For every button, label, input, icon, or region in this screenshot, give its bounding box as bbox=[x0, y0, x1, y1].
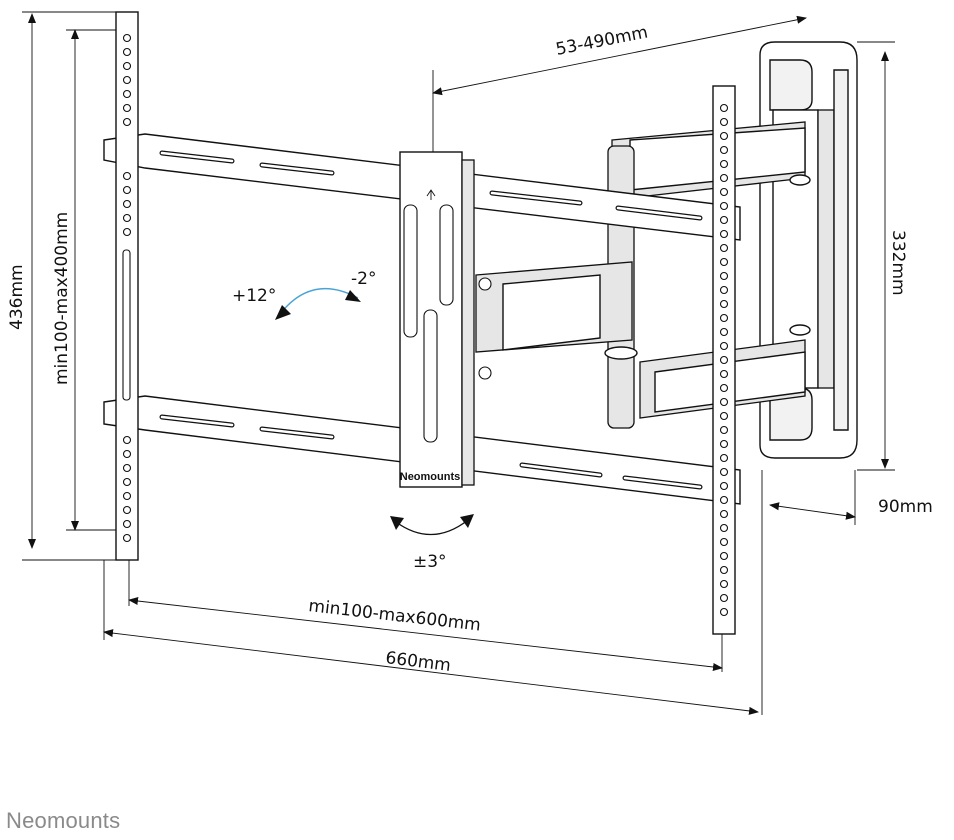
rail-slot-inner bbox=[160, 415, 234, 427]
rail-slot-inner bbox=[623, 476, 702, 489]
mounting-hole bbox=[719, 103, 729, 113]
mounting-hole bbox=[719, 187, 729, 197]
center-plate: Neomounts bbox=[399, 151, 492, 488]
mounting-hole bbox=[719, 481, 729, 491]
mounting-hole bbox=[122, 227, 132, 237]
mounting-hole bbox=[719, 271, 729, 281]
mounting-hole bbox=[719, 313, 729, 323]
rail-slot-inner bbox=[260, 427, 334, 439]
mounting-hole bbox=[122, 505, 132, 515]
mounting-hole bbox=[719, 145, 729, 155]
mounting-hole bbox=[719, 607, 729, 617]
mounting-hole bbox=[719, 201, 729, 211]
rotation-label: ±3° bbox=[413, 552, 447, 572]
mounting-hole bbox=[719, 341, 729, 351]
dim-wall-plate-depth: 90mm bbox=[878, 497, 933, 517]
mounting-hole bbox=[719, 131, 729, 141]
left-upright bbox=[115, 11, 139, 561]
dim-width-overall: 660mm bbox=[384, 648, 452, 676]
mounting-hole bbox=[122, 533, 132, 543]
mounting-hole bbox=[719, 411, 729, 421]
mounting-hole bbox=[122, 519, 132, 529]
mounting-hole bbox=[122, 61, 132, 71]
mounting-hole bbox=[719, 327, 729, 337]
mounting-hole bbox=[122, 103, 132, 113]
mounting-hole bbox=[719, 369, 729, 379]
mounting-hole bbox=[122, 213, 132, 223]
mounting-hole bbox=[719, 425, 729, 435]
dim-wall-plate-height: 332mm bbox=[888, 230, 908, 296]
mounting-hole bbox=[122, 477, 132, 487]
mounting-hole bbox=[719, 117, 729, 127]
mounting-hole bbox=[122, 199, 132, 209]
rail-slot-inner bbox=[160, 151, 234, 163]
rail-slot-inner bbox=[490, 191, 582, 205]
mounting-hole bbox=[122, 117, 132, 127]
mounting-hole bbox=[122, 463, 132, 473]
dim-vertical-vesa: min100-max400mm bbox=[52, 212, 72, 385]
mounting-hole bbox=[719, 215, 729, 225]
rail-slot-inner bbox=[616, 206, 702, 220]
dim-arm-extension: 53-490mm bbox=[554, 22, 649, 59]
dim-height-overall: 436mm bbox=[7, 264, 27, 330]
tilt-down-label: -2° bbox=[351, 269, 376, 289]
dimension-lines bbox=[22, 11, 895, 715]
mounting-hole bbox=[122, 33, 132, 43]
rail-slot-inner bbox=[520, 463, 602, 477]
mounting-hole bbox=[122, 171, 132, 181]
mounting-hole bbox=[719, 453, 729, 463]
mounting-hole bbox=[719, 523, 729, 533]
mounting-hole bbox=[122, 491, 132, 501]
rail-slot-inner bbox=[260, 163, 334, 175]
mounting-hole bbox=[719, 551, 729, 561]
tilt-up-label: +12° bbox=[232, 286, 276, 306]
mounting-hole bbox=[719, 299, 729, 309]
mounting-hole bbox=[719, 537, 729, 547]
mounting-hole bbox=[719, 257, 729, 267]
mounting-hole bbox=[719, 579, 729, 589]
mounting-hole bbox=[719, 565, 729, 575]
mounting-hole bbox=[719, 383, 729, 393]
mounting-hole bbox=[719, 593, 729, 603]
mounting-hole bbox=[719, 243, 729, 253]
mounting-hole bbox=[719, 355, 729, 365]
mounting-hole bbox=[122, 89, 132, 99]
dim-horizontal-vesa: min100-max600mm bbox=[307, 596, 481, 635]
mounting-hole bbox=[719, 229, 729, 239]
mounting-hole bbox=[719, 467, 729, 477]
mounting-hole bbox=[122, 47, 132, 57]
mounting-hole bbox=[122, 435, 132, 445]
mounting-hole bbox=[122, 185, 132, 195]
mounting-hole bbox=[719, 397, 729, 407]
tilt-arrows bbox=[275, 287, 474, 536]
mounting-hole bbox=[122, 449, 132, 459]
plate-logo-text: Neomounts bbox=[400, 471, 461, 483]
mounting-hole bbox=[719, 509, 729, 519]
brand-logo-text: Neomounts bbox=[6, 808, 121, 833]
mounting-hole bbox=[719, 285, 729, 295]
mounting-hole bbox=[719, 495, 729, 505]
mounting-hole bbox=[719, 173, 729, 183]
mounting-hole bbox=[719, 439, 729, 449]
mounting-hole bbox=[122, 75, 132, 85]
mounting-hole bbox=[719, 159, 729, 169]
right-upright bbox=[712, 85, 736, 635]
